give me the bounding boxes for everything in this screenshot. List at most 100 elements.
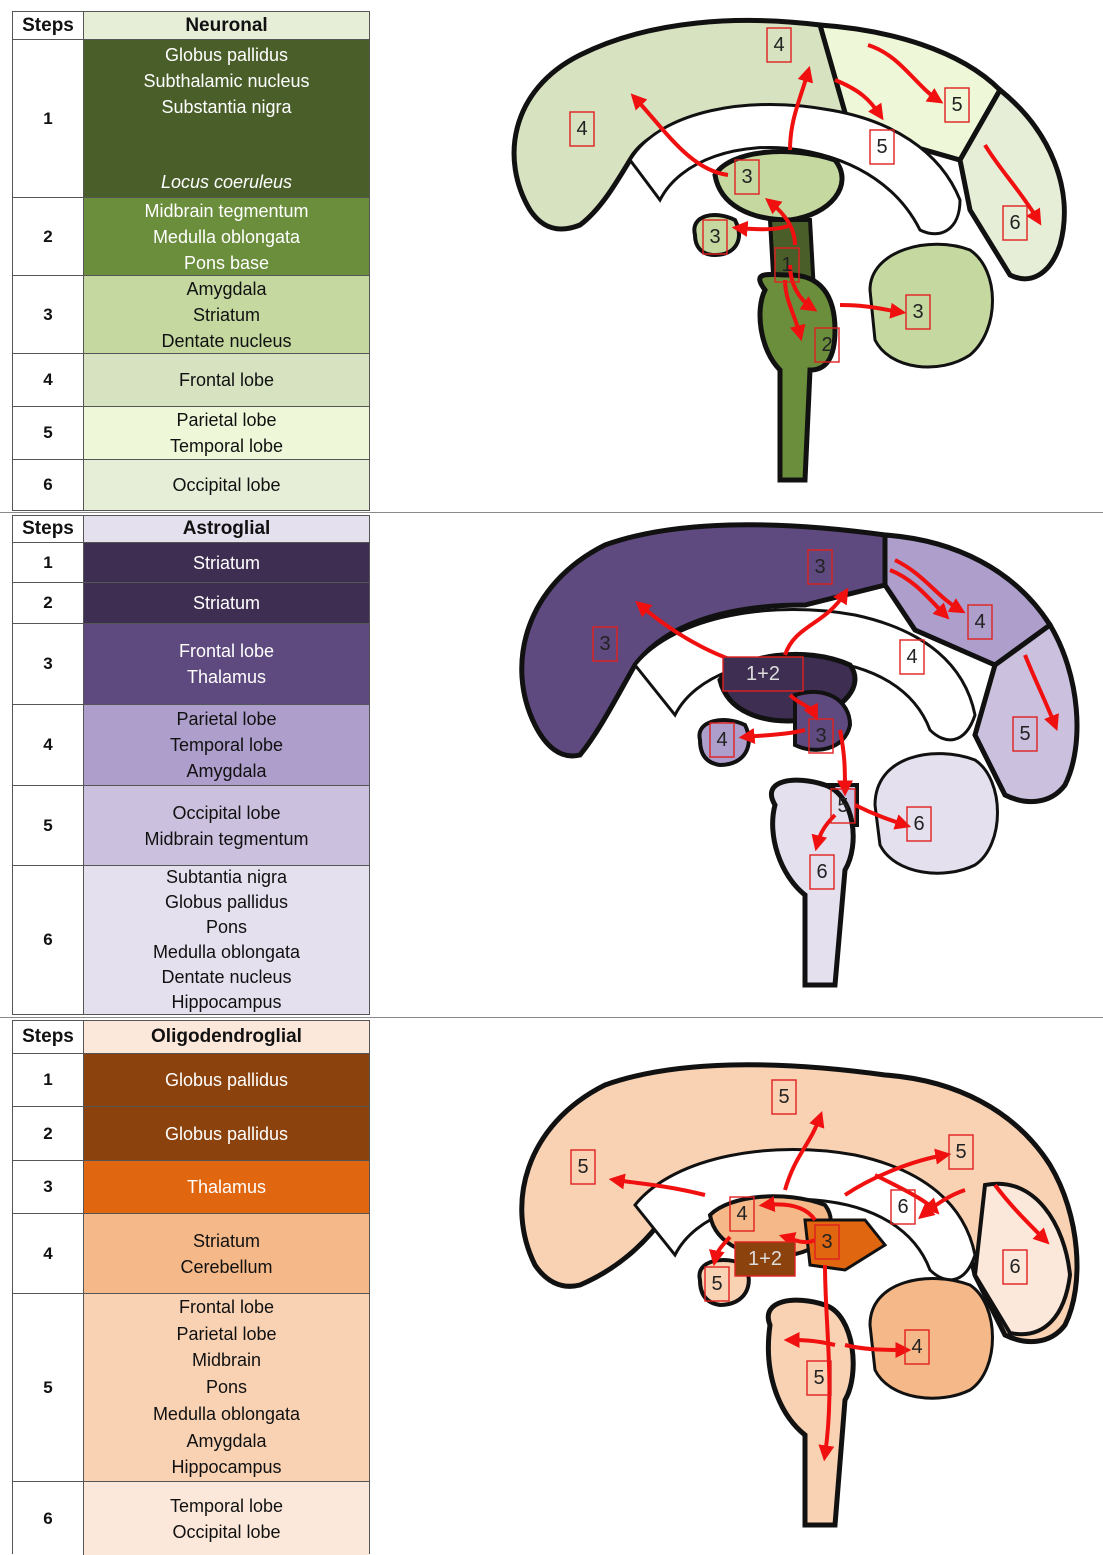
steps-header: Steps [13, 12, 84, 39]
cerebellum [868, 1277, 994, 1400]
stage-label: 5 [570, 1149, 596, 1185]
step-number: 3 [13, 276, 84, 353]
steps-header: Steps [13, 516, 84, 542]
stage-label-text: 5 [813, 1367, 824, 1389]
cerebellum [873, 752, 999, 875]
stage-label-text: 2 [821, 334, 832, 356]
step-number: 4 [13, 705, 84, 785]
table-row: 4 Parietal lobe Temporal lobe Amygdala [13, 704, 369, 785]
stage-label-text: 3 [709, 226, 720, 248]
region-cell: Frontal lobe Thalamus [84, 624, 369, 704]
region-cell: Globus pallidus [84, 1107, 369, 1160]
stage-label: 1+2 [734, 1241, 796, 1277]
region-name: Parietal lobe [176, 709, 277, 729]
stage-label: 4 [729, 1196, 755, 1232]
region-cell: Amygdala Striatum Dentate nucleus [84, 276, 369, 353]
region-name: Striatum [192, 552, 261, 573]
stage-label-text: 5 [876, 136, 887, 158]
region-name: Temporal lobe [169, 1495, 284, 1516]
region-name: Pons base [183, 252, 270, 273]
step-number: 6 [13, 866, 84, 1014]
oligodendroglial-table: Steps Oligodendroglial 1 Globus pallidus… [12, 1020, 370, 1555]
region-name: Frontal lobe [178, 370, 275, 390]
stage-label: 5 [944, 87, 970, 123]
region-cell: Occipital lobe Midbrain tegmentum [84, 786, 369, 865]
thalamus [803, 1218, 888, 1272]
stage-label-text: 6 [913, 813, 924, 835]
steps-header: Steps [13, 1021, 84, 1053]
table-row: 4 Frontal lobe [13, 353, 369, 406]
step-number: 5 [13, 786, 84, 865]
pons [765, 1297, 856, 1528]
step-number: 4 [13, 1214, 84, 1293]
region-name: Hippocampus [171, 1457, 282, 1478]
region-name: Thalamus [186, 1177, 267, 1197]
stage-label-text: 4 [773, 34, 784, 56]
table-row: 3 Thalamus [13, 1160, 369, 1213]
frontal-lobe [519, 522, 888, 759]
step-number: 6 [13, 460, 84, 510]
stage-label: 5 [830, 788, 856, 824]
stage-label: 1+2 [722, 656, 804, 692]
region-name: Amygdala [186, 761, 267, 781]
stage-label-text: 4 [911, 1336, 922, 1358]
stage-label-text: 4 [736, 1203, 747, 1225]
region-cell: Occipital lobe [84, 460, 369, 510]
stage-label: 3 [592, 626, 618, 662]
cerebellum [868, 242, 994, 369]
stage-label-text: 1 [781, 254, 792, 276]
stage-label-text: 4 [576, 118, 587, 140]
stage-label: 1 [774, 247, 800, 283]
region-cell: Frontal lobe Parietal lobe Midbrain Pons… [84, 1294, 369, 1481]
stage-label-text: 5 [955, 1141, 966, 1163]
region-name: Dentate nucleus [161, 967, 292, 987]
stage-label-text: 5 [778, 1086, 789, 1108]
step-number: 4 [13, 354, 84, 406]
oligodendroglial-header: Oligodendroglial [84, 1021, 369, 1053]
region-name: Amygdala [186, 278, 267, 299]
region-cell: Globus pallidus [84, 1054, 369, 1106]
stage-label: 5 [948, 1134, 974, 1170]
region-cell: Midbrain tegmentum Medulla oblongata Pon… [84, 198, 369, 275]
stage-label: 5 [704, 1266, 730, 1302]
stage-label: 3 [807, 549, 833, 585]
region-name: Substantia nigra [161, 97, 292, 117]
region-name: Medulla oblongata [152, 942, 301, 962]
stage-label-text: 1+2 [748, 1248, 782, 1270]
stage-label-text: 3 [741, 166, 752, 188]
step-number: 5 [13, 407, 84, 459]
region-name: Globus pallidus [164, 892, 289, 912]
step-number: 2 [13, 583, 84, 623]
table-row: 2 Midbrain tegmentum Medulla oblongata P… [13, 197, 369, 275]
stage-label: 5 [1012, 716, 1038, 752]
step-number: 3 [13, 1161, 84, 1213]
region-name: Striatum [192, 593, 261, 613]
table-row: 5 Frontal lobe Parietal lobe Midbrain Po… [13, 1293, 369, 1481]
occipital-lobe [972, 621, 1080, 805]
stage-label-text: 1+2 [746, 663, 780, 685]
stage-label-text: 5 [1019, 723, 1030, 745]
stage-label: 6 [1002, 1249, 1028, 1285]
step-number: 3 [13, 624, 84, 704]
region-name: Hippocampus [171, 992, 282, 1012]
oligodendroglial-brain-diagram: 1+2 3 4 4 5 5 5 5 6 6 5 [519, 1062, 1080, 1528]
step-number: 2 [13, 1107, 84, 1160]
step-number: 1 [13, 40, 84, 197]
table-header: Steps Astroglial [13, 516, 369, 542]
table-row: 3 Frontal lobe Thalamus [13, 623, 369, 704]
region-cell: Parietal lobe Temporal lobe Amygdala [84, 705, 369, 785]
step-number: 1 [13, 1054, 84, 1106]
pons [757, 271, 838, 483]
stage-label: 3 [808, 718, 834, 754]
step-number: 6 [13, 1482, 84, 1555]
region-name: Subthalamic nucleus [143, 71, 310, 91]
amygdala [692, 213, 741, 258]
stage-label-text: 5 [837, 795, 848, 817]
stage-label-text: 4 [906, 646, 917, 668]
stage-label-text: 3 [599, 633, 610, 655]
table-row: 1 Striatum [13, 542, 369, 582]
region-cell: Subtantia nigra Globus pallidus Pons Med… [84, 866, 369, 1014]
region-name: Frontal lobe [178, 641, 275, 661]
stage-label: 3 [702, 219, 728, 255]
step-number: 1 [13, 543, 84, 582]
